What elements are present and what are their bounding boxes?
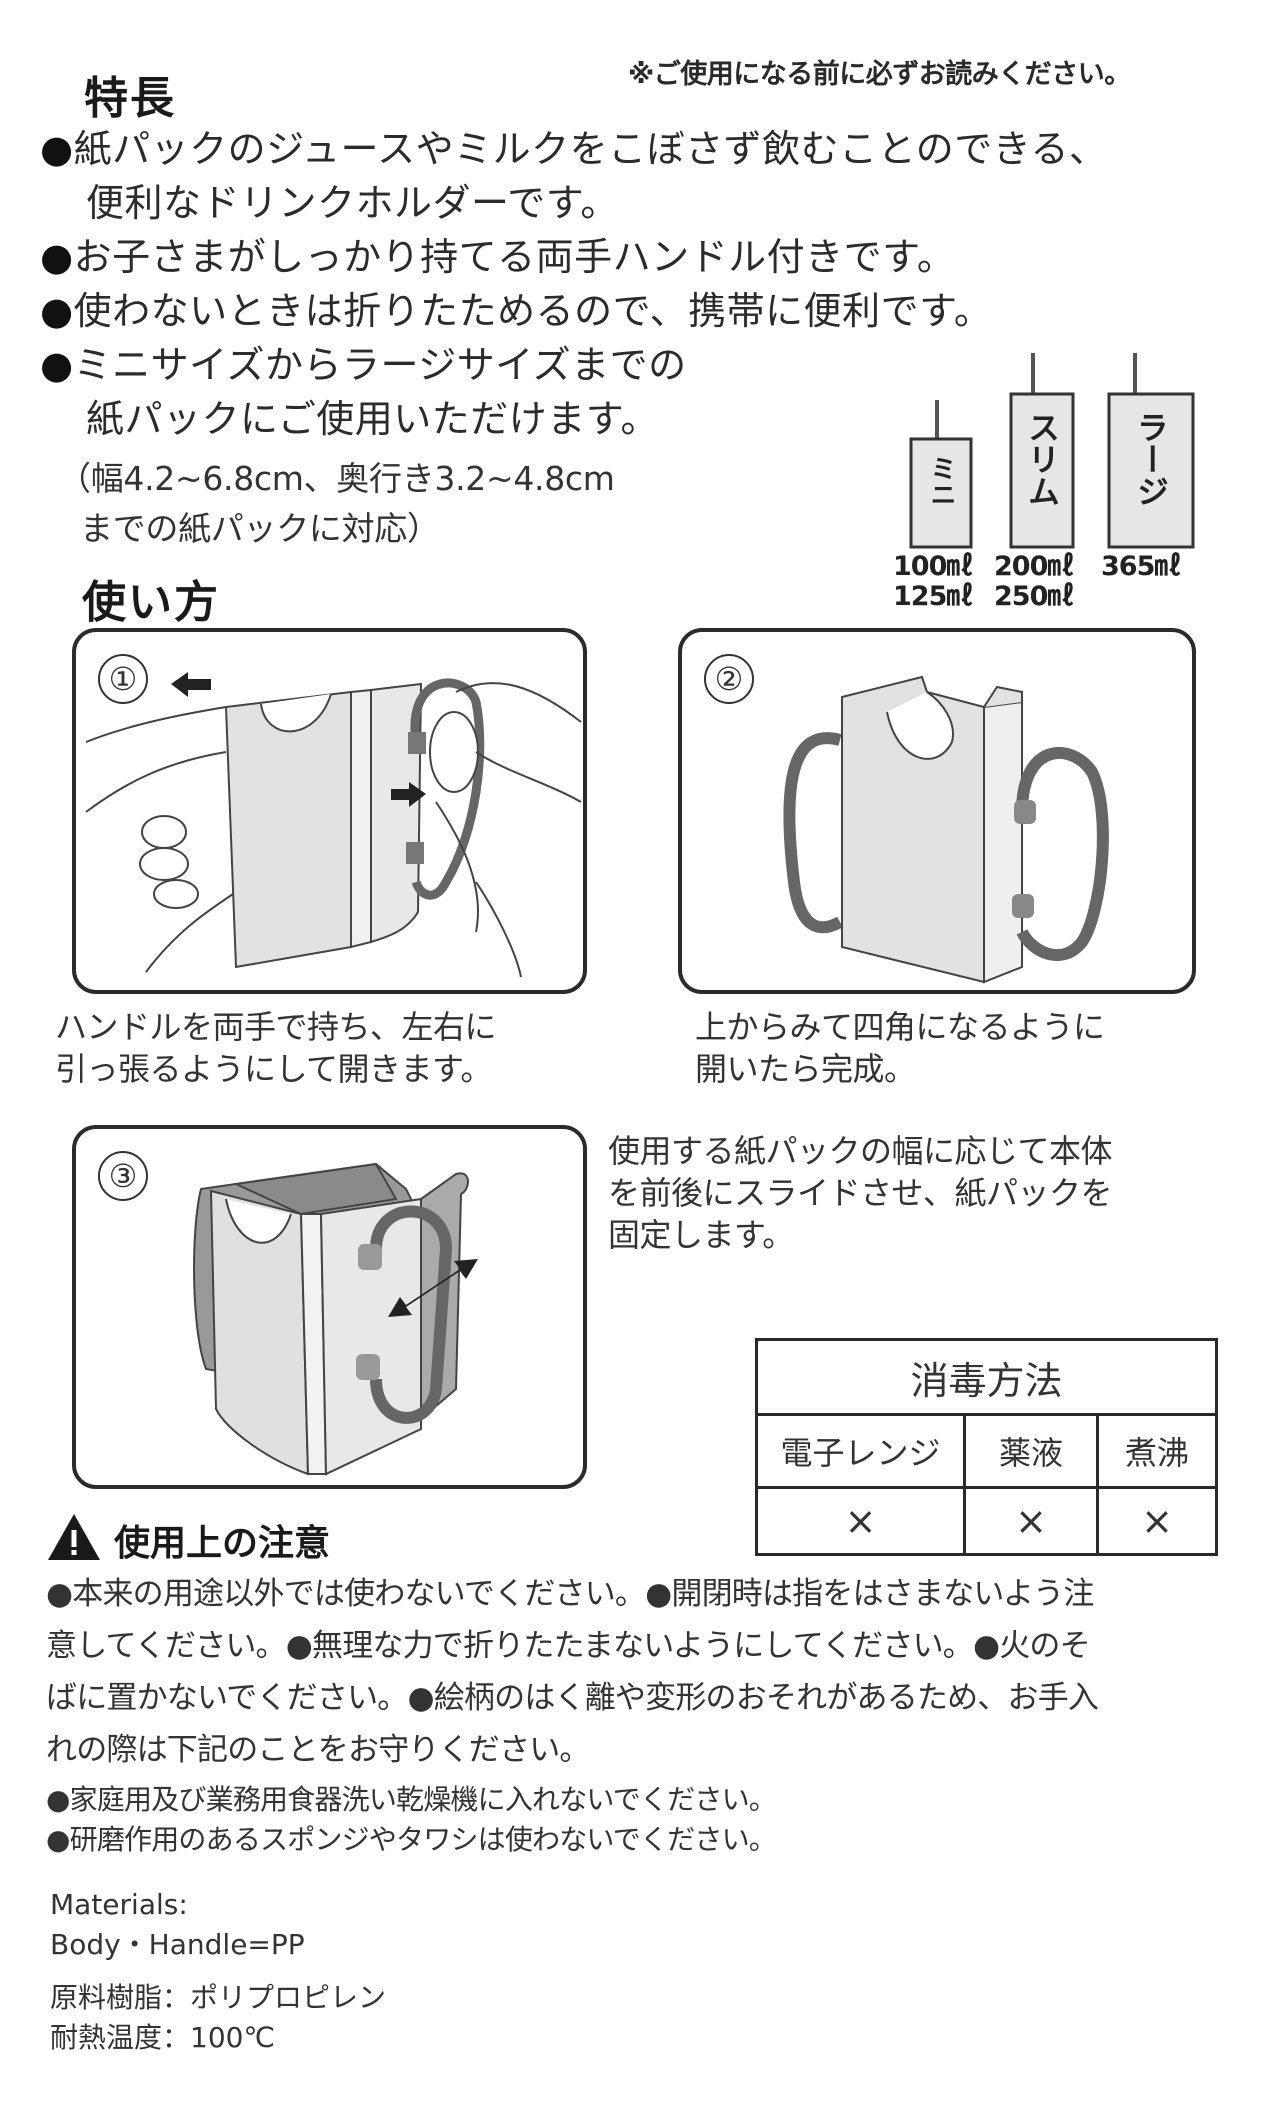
- carton-slim-volume: 200㎖ 250㎖: [994, 551, 1074, 612]
- warning-triangle-icon: [48, 1514, 100, 1560]
- bullet-icon: ●: [40, 235, 74, 279]
- feature-item: ●お子さまがしっかり持てる両手ハンドル付きです。: [40, 235, 956, 279]
- read-before-use-notice: ※ご使用になる前に必ずお読みください。: [628, 59, 1131, 90]
- step-3-panel: ③: [72, 1125, 587, 1489]
- svg-text:ミニ: ミニ: [926, 455, 956, 507]
- carton-large-volume: 365㎖: [1101, 551, 1181, 582]
- double-arrow-icon: [388, 1259, 478, 1317]
- sterilization-title: 消毒方法: [755, 1338, 1218, 1416]
- sterilization-table: 消毒方法 電子レンジ 薬液 煮沸 × × ×: [755, 1338, 1218, 1556]
- boiling-not-allowed: ×: [1096, 1486, 1218, 1556]
- step-1-panel: ①: [72, 628, 587, 994]
- opening-holder-illustration: [85, 672, 582, 978]
- step-1-caption: ハンドルを両手で持ち、左右に 引っ張るようにして開きます。: [55, 1008, 497, 1088]
- step-3-caption: 使用する紙パックの幅に応じて本体 を前後にスライドさせ、紙パックを 固定します。: [608, 1132, 1113, 1254]
- step-2-panel: ②: [678, 628, 1196, 994]
- materials-block: Materials: Body・Handle=PP: [50, 1885, 305, 1965]
- svg-text:ラージ: ラージ: [1132, 411, 1170, 507]
- sliding-holder-illustration: [193, 1162, 478, 1476]
- step-number: ②: [704, 654, 754, 704]
- method-chemical: 薬液: [963, 1413, 1099, 1489]
- step-2-caption: 上からみて四角になるように 開いたら完成。: [695, 1008, 1105, 1088]
- feature-item: ●使わないときは折りたためるので、携帯に便利です。: [40, 289, 993, 333]
- materials-label: Materials:: [50, 1888, 188, 1921]
- method-microwave: 電子レンジ: [755, 1413, 966, 1489]
- svg-text:スリム: スリム: [1023, 411, 1061, 507]
- carton-large-icon: ラージ: [1107, 353, 1195, 549]
- feature-item-cont: 紙パックにご使用いただけます。: [86, 397, 659, 441]
- feature-item: ●ミニサイズからラージサイズまでの: [40, 343, 687, 387]
- care-item: ●研磨作用のあるスポンジやタワシは使わないでください。: [46, 1823, 777, 1856]
- usage-heading: 使い方: [82, 577, 220, 628]
- carton-slim-icon: スリム: [1009, 353, 1075, 549]
- microwave-not-allowed: ×: [755, 1486, 966, 1556]
- caution-paragraph: ●本来の用途以外では使わないでください。●開閉時は指をはさまないよう注 意してく…: [46, 1576, 1099, 1768]
- features-heading: 特長: [84, 73, 176, 124]
- heat-resistance-spec: 耐熱温度：100℃: [50, 2021, 275, 2054]
- chemical-not-allowed: ×: [963, 1486, 1099, 1556]
- arrow-right-icon: [391, 782, 426, 807]
- bullet-icon: ●: [40, 127, 74, 171]
- step-number: ①: [98, 654, 148, 704]
- specs-block: 原料樹脂：ポリプロピレン 耐熱温度：100℃: [50, 1978, 386, 2058]
- materials-value: Body・Handle=PP: [50, 1928, 305, 1961]
- feature-item: ●紙パックのジュースやミルクをこぼさず飲むことのできる、: [40, 127, 1108, 171]
- bullet-icon: ●: [40, 289, 74, 333]
- carton-sizes-illustration: ミニ スリム ラージ: [909, 353, 1195, 549]
- feature-item-cont: 便利なドリンクホルダーです。: [86, 181, 619, 225]
- arrow-left-icon: [171, 672, 211, 697]
- care-item: ●家庭用及び業務用食器洗い乾燥機に入れないでください。: [46, 1783, 777, 1816]
- size-note: までの紙パックに対応）: [80, 509, 440, 548]
- care-instructions: ●家庭用及び業務用食器洗い乾燥機に入れないでください。 ●研磨作用のあるスポンジ…: [46, 1780, 777, 1860]
- carton-mini-volume: 100㎖ 125㎖: [893, 551, 973, 612]
- step-number: ③: [98, 1151, 148, 1201]
- bullet-icon: ●: [40, 343, 74, 387]
- carton-mini-icon: ミニ: [909, 400, 973, 549]
- opened-holder-illustration: [783, 675, 1109, 984]
- caution-heading: 使用上の注意: [114, 1523, 331, 1564]
- resin-spec: 原料樹脂：ポリプロピレン: [50, 1981, 387, 2014]
- size-note: （幅4.2~6.8cm、奥行き3.2~4.8cm: [58, 459, 615, 498]
- method-boiling: 煮沸: [1096, 1413, 1218, 1489]
